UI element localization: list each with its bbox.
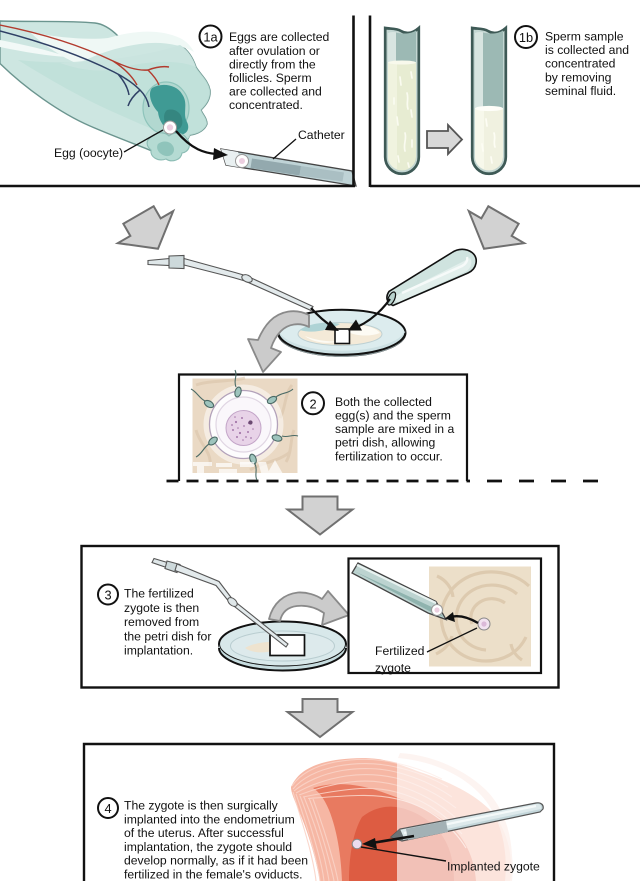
svg-text:1a: 1a — [203, 30, 218, 45]
svg-text:implantation.: implantation. — [124, 644, 193, 658]
svg-text:Implanted zygote: Implanted zygote — [447, 860, 540, 874]
svg-text:Eggs are collected: Eggs are collected — [229, 30, 329, 44]
svg-text:1b: 1b — [519, 30, 533, 45]
svg-text:by removing: by removing — [545, 70, 611, 84]
svg-text:Sperm sample: Sperm sample — [545, 30, 624, 44]
svg-text:implantation, the zygote shoul: implantation, the zygote should — [124, 840, 292, 854]
svg-text:fertilization to occur.: fertilization to occur. — [335, 449, 443, 463]
svg-text:implanted into the endometrium: implanted into the endometrium — [124, 812, 295, 826]
svg-text:is collected and: is collected and — [545, 43, 629, 57]
svg-text:3: 3 — [104, 588, 111, 603]
svg-text:petri dish, allowing: petri dish, allowing — [335, 436, 435, 450]
svg-text:concentrated: concentrated — [545, 57, 615, 71]
svg-text:4: 4 — [104, 801, 111, 816]
svg-text:develop normally, as if it had: develop normally, as if it had been — [124, 854, 308, 868]
svg-text:of the uterus. After successfu: of the uterus. After successful — [124, 826, 284, 840]
svg-text:sample are mixed in a: sample are mixed in a — [335, 422, 454, 436]
svg-text:seminal fluid.: seminal fluid. — [545, 84, 616, 98]
svg-text:The zygote is then surgically: The zygote is then surgically — [124, 799, 279, 813]
svg-text:fertilized in the female's ovi: fertilized in the female's oviducts. — [124, 868, 302, 881]
svg-text:egg(s) and the sperm: egg(s) and the sperm — [335, 409, 451, 423]
svg-text:2: 2 — [309, 396, 316, 411]
svg-text:the petri dish for: the petri dish for — [124, 629, 211, 643]
svg-text:are collected and: are collected and — [229, 85, 322, 99]
svg-text:Both the collected: Both the collected — [335, 395, 432, 409]
svg-text:zygote: zygote — [375, 661, 411, 675]
svg-text:Fertilized: Fertilized — [375, 644, 424, 658]
svg-text:removed from: removed from — [124, 615, 199, 629]
svg-text:after ovulation or: after ovulation or — [229, 44, 320, 58]
svg-text:concentrated.: concentrated. — [229, 98, 303, 112]
svg-text:Egg (oocyte): Egg (oocyte) — [54, 146, 123, 160]
svg-text:zygote is then: zygote is then — [124, 601, 199, 615]
svg-text:Catheter: Catheter — [298, 128, 345, 142]
svg-text:directly from the: directly from the — [229, 57, 316, 71]
svg-text:The fertilized: The fertilized — [124, 587, 194, 601]
svg-text:follicles. Sperm: follicles. Sperm — [229, 71, 312, 85]
